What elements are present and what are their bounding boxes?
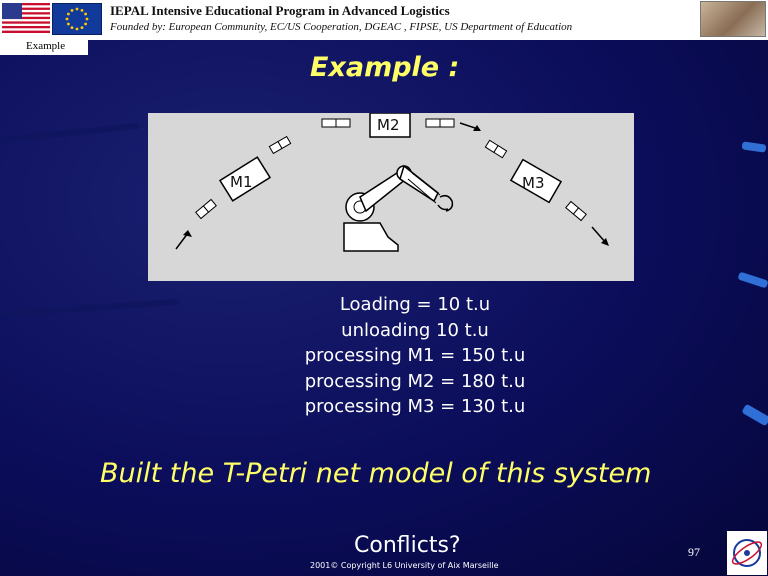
section-tag: Example [0, 39, 88, 55]
decor-streak [741, 403, 768, 427]
machine-m1-label: M1 [230, 173, 253, 191]
decor-streak [741, 141, 767, 153]
header-bar: IEPAL Intensive Educational Program in A… [0, 0, 768, 40]
slide-heading: Example : [310, 52, 460, 83]
output-arrowhead [601, 238, 609, 246]
part-pair-right-high [484, 139, 508, 159]
input-arrowhead [183, 230, 192, 237]
machine-m2-label: M2 [377, 116, 400, 134]
eu-flag-icon [52, 3, 102, 35]
machine-m2 [369, 113, 411, 138]
part-pair-left-low [195, 198, 217, 220]
decor-streak [737, 271, 768, 289]
part-top-right-a [425, 118, 441, 128]
robot-arm-icon [343, 164, 454, 252]
university-logo-icon [727, 531, 767, 575]
machine-m3-label: M3 [522, 174, 545, 192]
building-logo [700, 1, 766, 37]
conflicts-question: Conflicts? [354, 533, 461, 558]
input-arrow [175, 232, 189, 250]
param-unloading: unloading 10 t.u [341, 319, 489, 341]
parameter-list: Loading = 10 t.u unloading 10 t.u proces… [270, 292, 560, 420]
param-processing-m1: processing M1 = 150 t.u [304, 345, 526, 366]
param-processing-m3: processing M3 = 130 t.u [304, 396, 526, 417]
copyright-text: 2001© Copyright L6 University of Aix Mar… [310, 561, 499, 570]
part-top-left-b [335, 118, 351, 128]
part-pair-right-low [565, 200, 587, 222]
m2-output-arrowhead [473, 125, 481, 131]
part-top-left-a [321, 118, 337, 128]
system-diagram-svg: M1 M2 M3 [175, 113, 609, 252]
header-subtitle: Founded by: European Community, EC/US Co… [110, 21, 573, 33]
decor-streak [0, 298, 180, 318]
task-statement: Built the T-Petri net model of this syst… [100, 458, 652, 489]
param-loading: Loading = 10 t.u [339, 294, 491, 315]
page-number: 97 [688, 545, 700, 559]
machine-m1 [218, 156, 272, 202]
param-processing-m2: processing M2 = 180 t.u [304, 370, 526, 392]
decor-streak [0, 122, 140, 144]
output-arrow [591, 226, 607, 244]
header-title: IEPAL Intensive Educational Program in A… [110, 3, 450, 18]
system-diagram: M1 M2 M3 [148, 113, 634, 281]
machine-m3 [509, 158, 563, 204]
us-flag-icon [2, 3, 50, 33]
part-top-right-b [439, 118, 455, 128]
part-pair-left-high [268, 135, 292, 155]
